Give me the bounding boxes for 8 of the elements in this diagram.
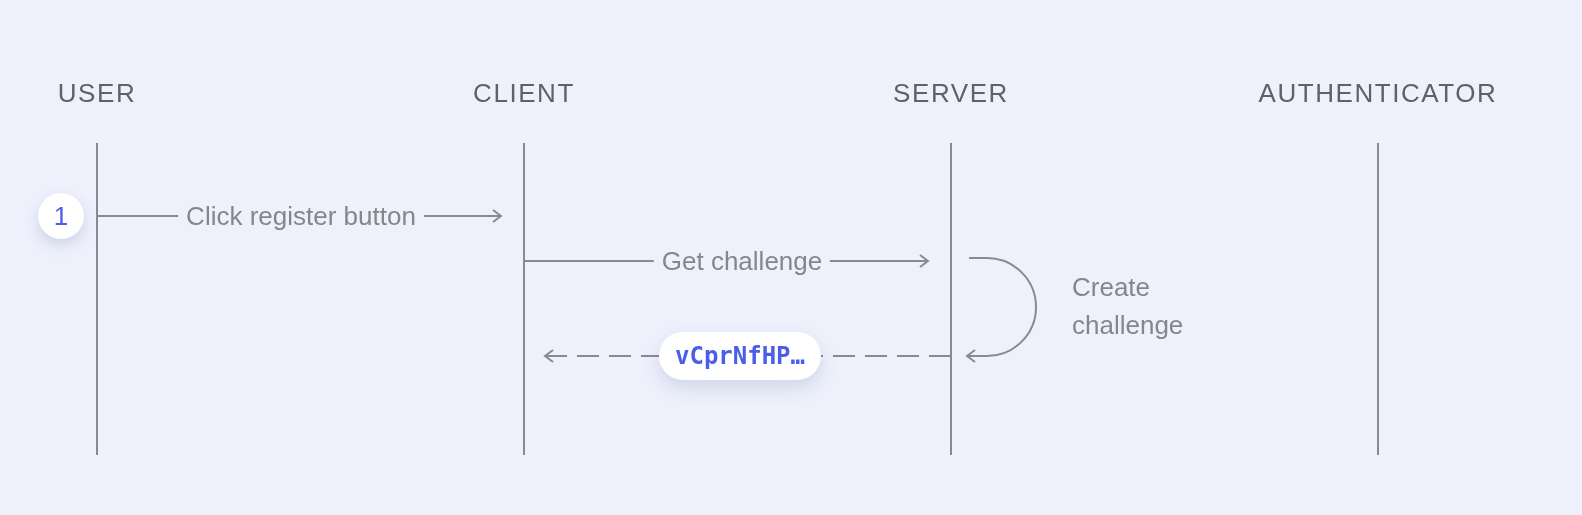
step-number-badge: 1 bbox=[38, 193, 84, 239]
lifeline-header: USER bbox=[57, 77, 137, 110]
lifeline-header: CLIENT bbox=[473, 77, 575, 110]
edge-label: Create challenge bbox=[1072, 271, 1185, 342]
lifeline-header: SERVER bbox=[893, 77, 1009, 110]
challenge-value-pill: vCprNfHP… bbox=[659, 332, 821, 380]
self-loop-arrow bbox=[966, 257, 1037, 363]
lifeline-header: AUTHENTICATOR bbox=[1258, 77, 1498, 110]
